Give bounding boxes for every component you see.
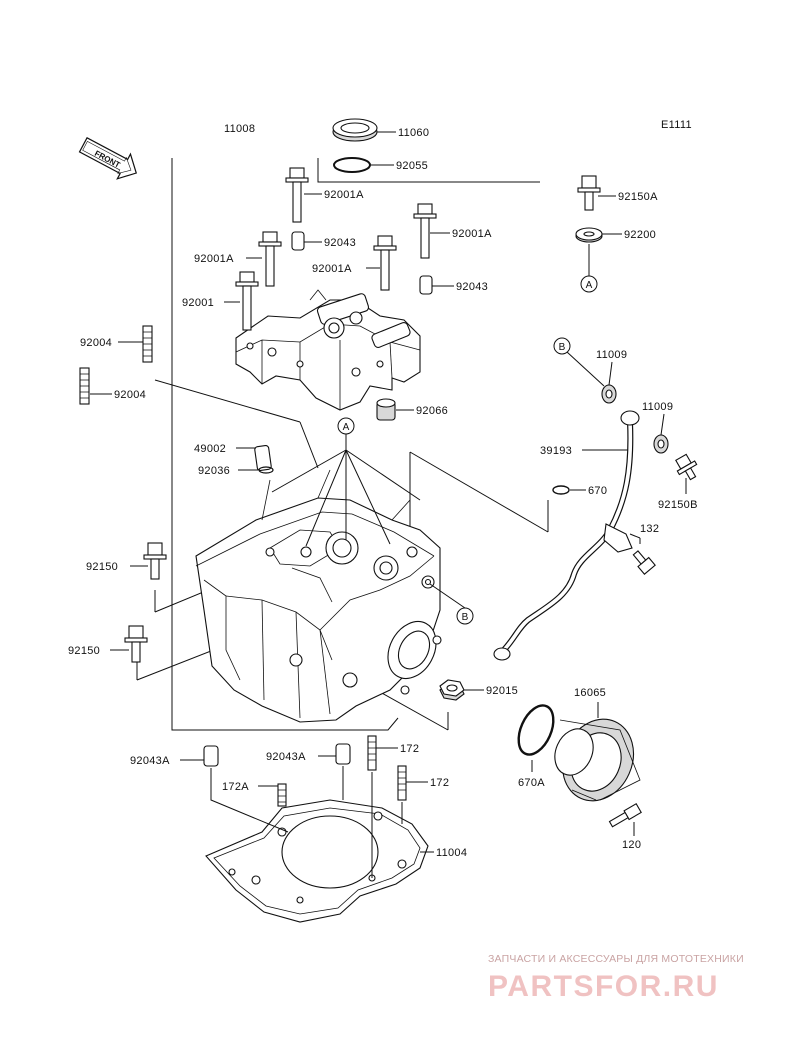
svg-text:B: B	[462, 612, 469, 623]
part-92055-icon	[333, 157, 371, 173]
label-11009: 11009	[642, 401, 673, 413]
label-92150a: 92150A	[618, 191, 658, 203]
label-92001a: 92001A	[312, 263, 352, 275]
label-92004: 92004	[80, 337, 112, 349]
label-172a: 172A	[222, 781, 249, 793]
part-92001a-bolt-icon	[285, 167, 309, 223]
part-11009-washer-icon	[601, 384, 617, 404]
svg-text:A: A	[586, 280, 593, 291]
svg-text:A: A	[343, 422, 350, 433]
label-11009: 11009	[596, 349, 627, 361]
label-92066: 92066	[416, 405, 448, 417]
part-172-stud-icon	[397, 765, 407, 801]
part-670-oring-icon	[552, 485, 570, 495]
part-92015-nut-icon	[439, 679, 465, 701]
part-172a-stud-icon	[277, 783, 287, 807]
part-92150-bolt-icon	[124, 625, 148, 663]
label-92001a: 92001A	[452, 228, 492, 240]
part-132-bolt-icon	[632, 550, 656, 575]
part-92004-stud-icon	[79, 367, 90, 405]
head-gasket	[205, 799, 429, 923]
label-92043a: 92043A	[266, 751, 306, 763]
water-pipe	[493, 410, 640, 661]
label-132: 132	[640, 523, 659, 535]
part-92043-dowel-icon	[419, 275, 433, 295]
part-92001a-bolt-icon	[373, 235, 397, 291]
part-11009-washer-icon	[653, 434, 669, 454]
ref-marker-b-hose: B	[553, 337, 571, 355]
label-172: 172	[430, 777, 449, 789]
label-16065: 16065	[574, 687, 606, 699]
label-92001: 92001	[182, 297, 214, 309]
part-labels: 11008 11060 92055 92001A 92150A 92001A 9…	[68, 123, 698, 859]
label-92001a: 92001A	[194, 253, 234, 265]
part-92004-stud-icon	[142, 325, 153, 363]
part-11060-icon	[332, 118, 378, 142]
part-92200-washer-icon	[575, 227, 603, 243]
watermark-tagline: ЗАПЧАСТИ И АКСЕССУАРЫ ДЛЯ МОТОТЕХНИКИ	[488, 953, 744, 965]
part-92150a-bolt-icon	[577, 175, 601, 211]
label-92150: 92150	[86, 561, 118, 573]
label-670: 670	[588, 485, 607, 497]
label-120: 120	[622, 839, 641, 851]
label-92150: 92150	[68, 645, 100, 657]
label-92036: 92036	[198, 465, 230, 477]
label-92200: 92200	[624, 229, 656, 241]
part-92036-clip-icon	[258, 466, 274, 474]
ref-marker-b-head: B	[456, 607, 474, 625]
intake-holder	[554, 718, 641, 802]
label-92001a: 92001A	[324, 189, 364, 201]
part-92043a-dowel-icon	[203, 745, 219, 767]
label-92150b: 92150B	[658, 499, 698, 511]
label-92055: 92055	[396, 160, 428, 172]
camshaft-holder	[235, 289, 421, 411]
label-670a: 670A	[518, 777, 545, 789]
part-92001a-bolt-icon	[413, 203, 437, 259]
label-11008: 11008	[224, 123, 255, 135]
cylinder-head	[195, 469, 442, 723]
label-49002: 49002	[194, 443, 226, 455]
label-92015: 92015	[486, 685, 518, 697]
ref-marker-a-upper: A	[580, 275, 598, 293]
diagram-code: E1111	[661, 119, 692, 131]
label-39193: 39193	[540, 445, 572, 457]
part-92150b-bolt-icon	[675, 453, 698, 481]
part-172-stud-icon	[367, 735, 377, 771]
svg-text:B: B	[559, 342, 566, 353]
label-172: 172	[400, 743, 419, 755]
ref-marker-a-lower: A	[337, 417, 355, 435]
watermark: ЗАПЧАСТИ И АКСЕССУАРЫ ДЛЯ МОТОТЕХНИКИ PA…	[488, 953, 744, 1003]
front-arrow-icon	[78, 136, 138, 180]
label-92004: 92004	[114, 389, 146, 401]
part-670a-oring-icon	[517, 704, 555, 756]
part-92001-bolt-icon	[235, 271, 259, 331]
part-120-bolt-icon	[608, 803, 642, 828]
part-92150-bolt-icon	[143, 542, 167, 580]
label-92043: 92043	[456, 281, 488, 293]
ref-marker-a-leaders	[271, 244, 605, 609]
leader-lines	[90, 131, 687, 878]
part-92001a-bolt-icon	[258, 231, 282, 287]
part-92066-cap-icon	[376, 398, 396, 421]
part-92043a-dowel-icon	[335, 743, 351, 765]
label-11004: 11004	[436, 847, 467, 859]
part-49002-guide-icon	[254, 444, 272, 472]
watermark-logo: PARTSFOR.RU	[488, 970, 719, 1003]
label-92043: 92043	[324, 237, 356, 249]
label-11060: 11060	[398, 127, 429, 139]
part-92043-dowel-icon	[291, 231, 305, 251]
label-92043a: 92043A	[130, 755, 170, 767]
